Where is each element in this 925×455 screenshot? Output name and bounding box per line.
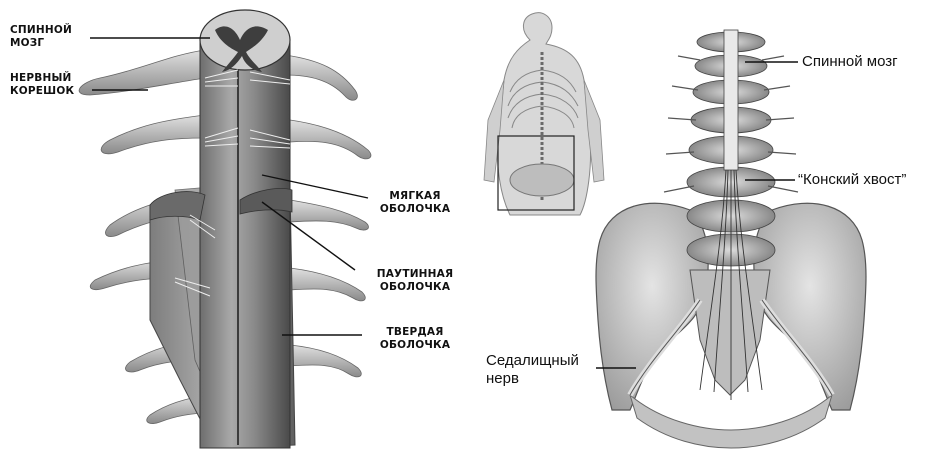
label-dura-mater-line2: ОБОЛОЧКА	[365, 339, 465, 352]
cauda-equina-illustration	[596, 30, 866, 448]
spinal-cord-meninges-illustration	[79, 10, 371, 448]
label-sciatic-nerve: Седалищный нерв	[486, 352, 579, 388]
label-nerve-root: НЕРВНЫЙ КОРЕШОК	[10, 72, 74, 98]
label-dura-mater-line1: ТВЕРДАЯ	[365, 326, 465, 339]
label-arachnoid: ПАУТИННАЯ ОБОЛОЧКА	[365, 268, 465, 294]
reflected-meninges	[150, 192, 205, 220]
label-nerve-root-line1: НЕРВНЫЙ	[10, 72, 74, 85]
label-spinal-cord-line1: СПИННОЙ	[10, 24, 72, 37]
nerve-roots-right	[285, 55, 371, 377]
label-pia-mater-line1: МЯГКАЯ	[370, 190, 460, 203]
label-spinal-cord-line2: МОЗГ	[10, 37, 72, 50]
label-dura-mater: ТВЕРДАЯ ОБОЛОЧКА	[365, 326, 465, 352]
label-pia-mater: МЯГКАЯ ОБОЛОЧКА	[370, 190, 460, 216]
label-spinal-cord: СПИННОЙ МОЗГ	[10, 24, 72, 50]
torso-inset-illustration	[484, 13, 604, 215]
label-arachnoid-line2: ОБОЛОЧКА	[365, 281, 465, 294]
label-arachnoid-line1: ПАУТИННАЯ	[365, 268, 465, 281]
label-nerve-root-line2: КОРЕШОК	[10, 85, 74, 98]
right-spinal-cord	[724, 30, 738, 170]
pelvis-right-wing	[754, 203, 866, 410]
label-sciatic-nerve-line1: Седалищный	[486, 352, 579, 370]
label-cauda-equina: “Конский хвост”	[798, 171, 906, 189]
pelvis-left-wing	[596, 203, 708, 410]
label-pia-mater-line2: ОБОЛОЧКА	[370, 203, 460, 216]
label-spinal-cord-right: Спинной мозг	[802, 53, 898, 71]
spinal-cord-cylinder	[200, 40, 290, 448]
label-sciatic-nerve-line2: нерв	[486, 370, 579, 388]
